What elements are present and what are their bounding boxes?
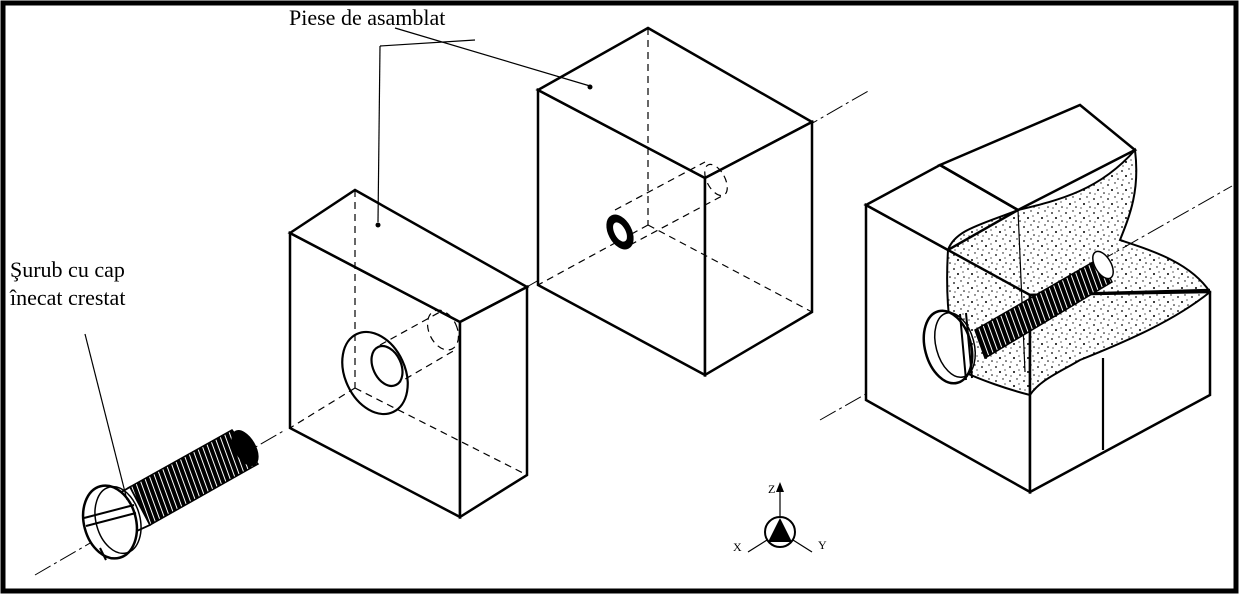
plate2-hidden-edges bbox=[537, 28, 813, 313]
countersink-outer bbox=[341, 330, 409, 416]
leader-lines bbox=[84, 27, 591, 501]
screw-label-line2: înecat crestat bbox=[10, 285, 126, 310]
countersunk-screw bbox=[81, 429, 260, 561]
countersink-inner bbox=[370, 344, 404, 388]
axis-x-label: X bbox=[733, 540, 742, 554]
screw-head-rim bbox=[94, 485, 142, 555]
plate1-side bbox=[458, 284, 529, 520]
screw-thread-end bbox=[231, 430, 259, 466]
assembled-screw-thread bbox=[974, 256, 1113, 360]
plate1-hidden-edges bbox=[289, 190, 528, 476]
screw-label-line1: Şurub cu cap bbox=[10, 257, 125, 282]
axis-triad-icon: Z X Y bbox=[733, 482, 827, 554]
assembled-parts-label: Piese de asamblat bbox=[289, 5, 446, 30]
axis-z-label: Z bbox=[768, 482, 775, 496]
assembled-section-view bbox=[863, 103, 1212, 495]
plate-with-threaded-hole bbox=[535, 26, 815, 378]
plate-with-countersunk-hole bbox=[287, 188, 530, 520]
axis-y-label: Y bbox=[818, 538, 827, 552]
screw-slot bbox=[83, 504, 137, 527]
